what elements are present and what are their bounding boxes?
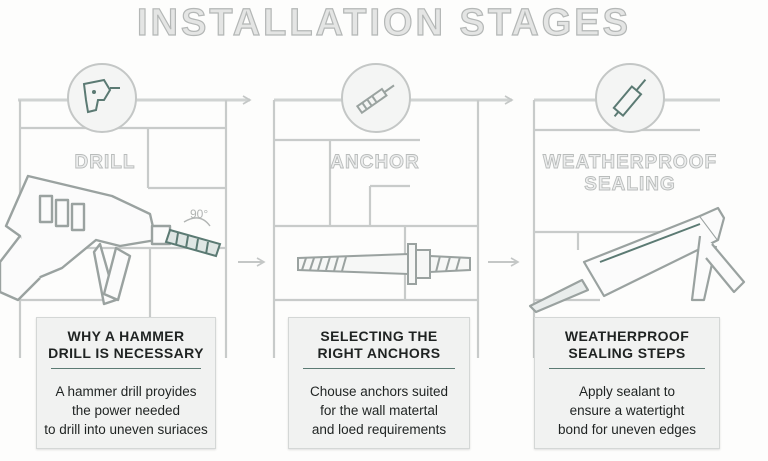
caulking-gun-illustration [528, 206, 746, 314]
wall-anchor-icon [341, 63, 411, 133]
card-title-line1: SELECTING THE [320, 328, 438, 344]
stage-label-sealing-line1: WEATHERPROOF [542, 152, 718, 174]
info-card-sealing: WEATHERPROOF SEALING STEPS Apply sealant… [534, 317, 720, 449]
card-title-line2: RIGHT ANCHORS [317, 345, 441, 361]
page-title: INSTALLATION STAGES [136, 1, 631, 44]
card-body-line1: A hammer drill proyides [55, 384, 197, 399]
card-title-line1: WEATHERPROOF [564, 328, 690, 344]
hammer-drill-icon [67, 63, 137, 133]
card-body-line2: the power needed [71, 403, 181, 418]
info-card-hammer-drill: WHY A HAMMER DRILL IS NECESSARY A hammer… [36, 317, 216, 449]
card-body-line2: for the wall matertal [320, 403, 438, 418]
card-title: WHY A HAMMER DRILL IS NECESSARY [37, 328, 215, 362]
info-card-anchors: SELECTING THE RIGHT ANCHORS Chouse ancho… [288, 317, 470, 449]
card-body-line3: to drill into uneven suriaces [44, 422, 208, 437]
card-divider [51, 368, 201, 369]
card-body-line3: bond for uneven edges [557, 422, 697, 437]
card-body: A hammer drill proyides the power needed… [43, 382, 209, 439]
card-title: WEATHERPROOF SEALING STEPS [535, 328, 719, 362]
hammer-drill-illustration [0, 174, 172, 306]
card-divider [303, 368, 455, 369]
card-body-line2: ensure a watertight [569, 403, 685, 418]
anchor-bolt-illustration [297, 243, 471, 285]
stage-label-anchor: ANCHOR [330, 152, 420, 174]
drill-bit [164, 228, 222, 258]
card-body-line3: and loed requirements [311, 422, 447, 437]
card-divider [549, 368, 705, 369]
angle-annotation: 90° [190, 207, 209, 221]
card-body: Chouse anchors suited for the wall mater… [295, 382, 463, 439]
wall-section-anchor [272, 100, 480, 358]
card-title-line2: SEALING STEPS [568, 345, 686, 361]
card-title: SELECTING THE RIGHT ANCHORS [289, 328, 469, 362]
card-body: Apply sealant to ensure a watertight bon… [541, 382, 713, 439]
card-title-line1: WHY A HAMMER [67, 328, 185, 344]
card-body-line1: Apply sealant to [578, 384, 676, 399]
card-body-line1: Chouse anchors suited [309, 384, 449, 399]
stage-label-drill: DRILL [74, 152, 136, 174]
angle-arc [183, 217, 211, 227]
caulk-tube-icon [595, 63, 665, 133]
stage-label-sealing-line2: SEALING [584, 174, 676, 196]
card-title-line2: DRILL IS NECESSARY [48, 345, 204, 361]
stage-label-sealing: WEATHERPROOF SEALING [540, 152, 720, 196]
